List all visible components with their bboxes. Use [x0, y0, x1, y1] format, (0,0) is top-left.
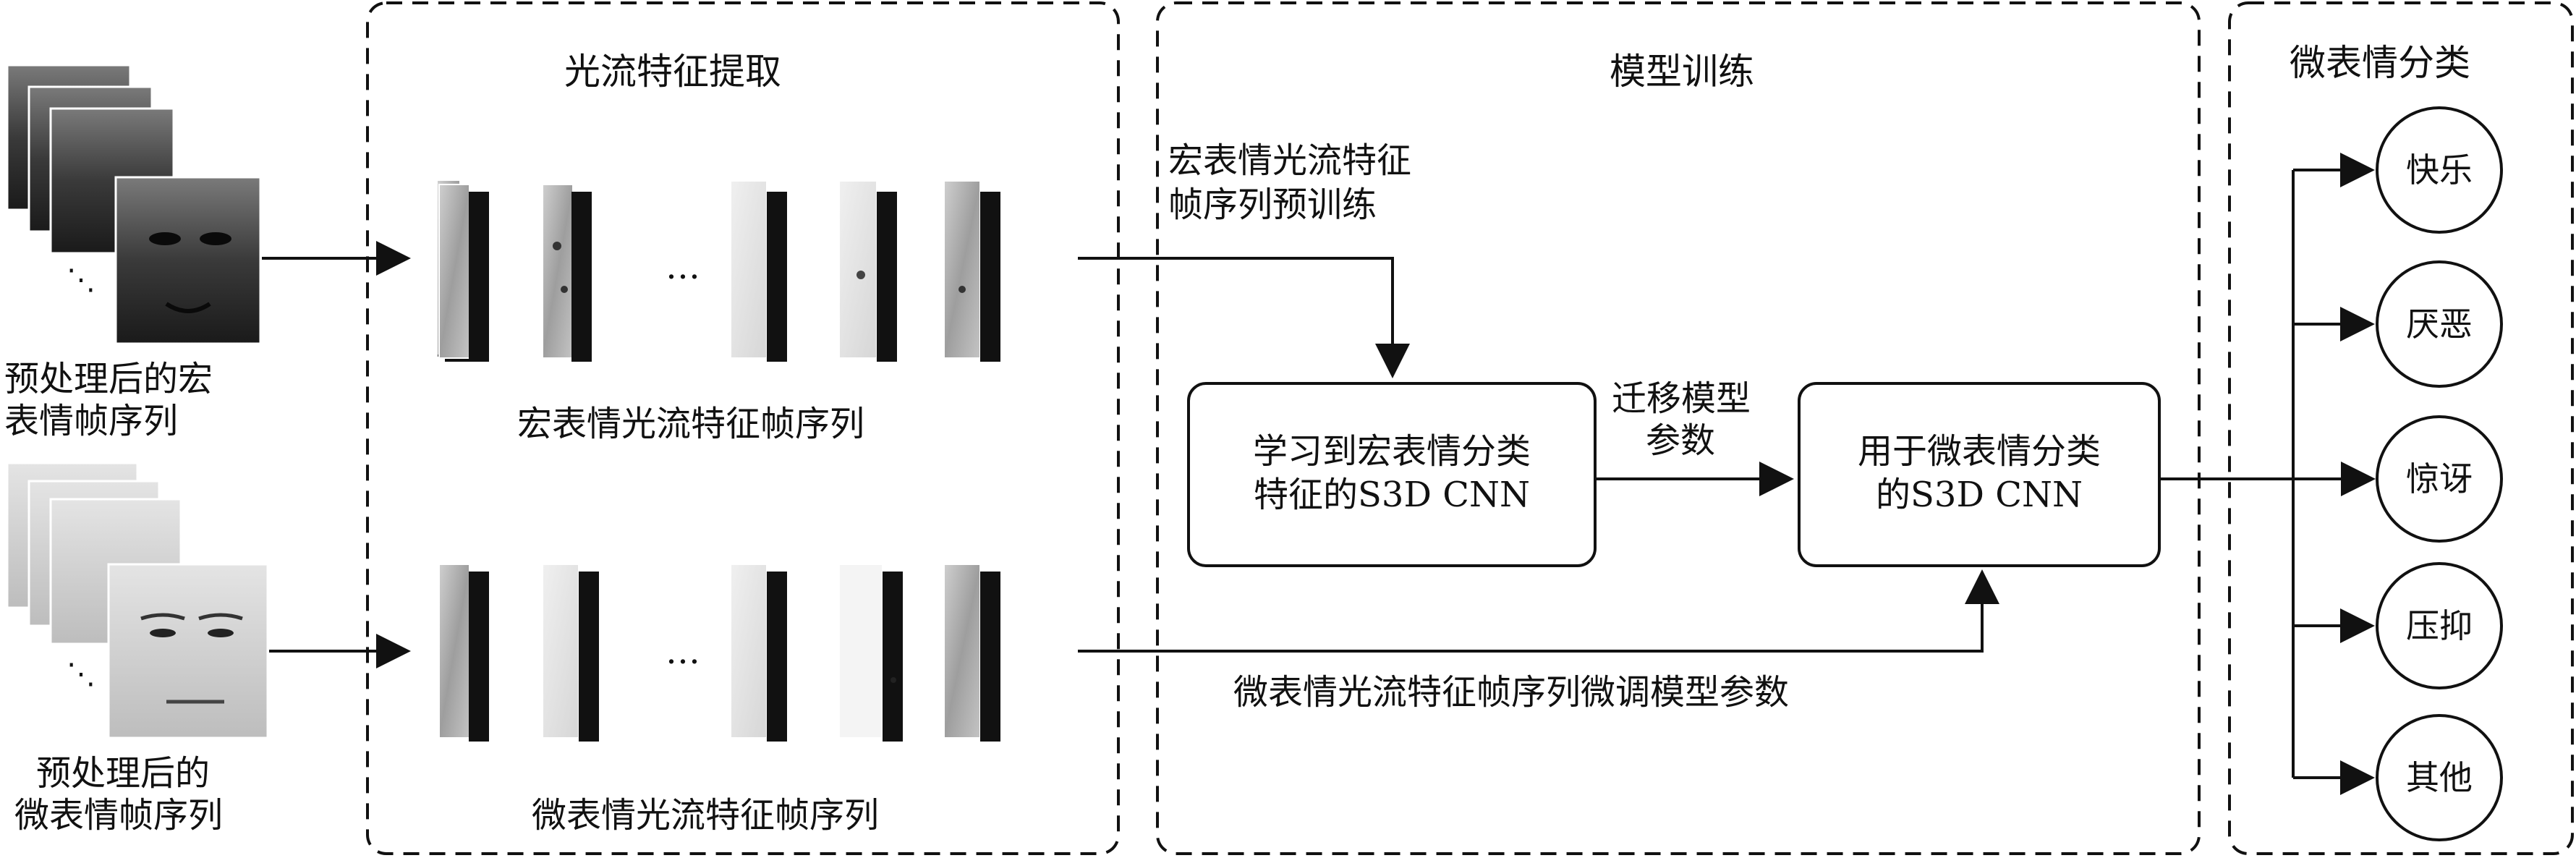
macro-flow-label: 宏表情光流特征帧序列	[517, 404, 865, 444]
macro-face-stack: ⋱	[6, 64, 262, 345]
pretrain-label-line2: 帧序列预训练	[1168, 184, 1377, 225]
finetune-arrow	[1078, 569, 1999, 653]
micro-input-label-line1: 预处理后的	[36, 753, 211, 794]
train-panel	[1156, 1, 2201, 855]
macro-input-label-line2: 表情帧序列	[4, 401, 179, 441]
train-panel-title: 模型训练	[1610, 51, 1754, 93]
micro-s3d-box	[1798, 382, 2161, 567]
micro-box-line2: 的S3D CNN	[1876, 475, 2083, 515]
micro-flow-label: 微表情光流特征帧序列	[532, 795, 880, 836]
pretrained-box-line1: 学习到宏表情分类	[1252, 431, 1531, 472]
class-label-surprise: 惊讶	[2406, 459, 2473, 498]
class-circle-happy	[2376, 106, 2503, 234]
finetune-label: 微表情光流特征帧序列微调模型参数	[1233, 672, 1790, 713]
micro-box-line1: 用于微表情分类	[1857, 431, 2101, 472]
micro-face-stack: ⋱	[6, 462, 269, 739]
class-circle-disgust	[2376, 260, 2503, 388]
classify-panel-title: 微表情分类	[2290, 42, 2470, 84]
flow-panel	[366, 1, 1120, 855]
class-label-repression: 压抑	[2406, 606, 2473, 645]
pretrained-s3d-box	[1187, 382, 1597, 567]
micro-flow-frames	[438, 564, 1000, 742]
pretrain-label-line1: 宏表情光流特征	[1168, 140, 1412, 181]
class-circle-others	[2376, 714, 2503, 841]
transfer-label-line1: 迁移模型	[1612, 378, 1751, 419]
class-circle-surprise	[2376, 415, 2503, 543]
svg-text:⋱: ⋱	[67, 263, 95, 297]
classify-panel	[2228, 1, 2574, 855]
macro-flow-frames	[438, 180, 1000, 362]
micro-input-label-line2: 微表情帧序列	[14, 795, 224, 836]
flow-panel-title: 光流特征提取	[564, 51, 781, 93]
class-label-disgust: 厌恶	[2406, 305, 2473, 344]
macro-input-label-line1: 预处理后的宏	[4, 359, 213, 399]
svg-text:⋱: ⋱	[67, 658, 95, 691]
class-label-others: 其他	[2406, 758, 2473, 797]
macro-flow-ellipsis: …	[666, 247, 700, 287]
micro-flow-ellipsis: …	[666, 632, 700, 672]
pretrained-box-line2: 特征的S3D CNN	[1254, 475, 1530, 515]
transfer-label-line2: 参数	[1646, 420, 1716, 461]
pretrain-arrow	[1078, 257, 1410, 378]
class-circle-repression	[2376, 562, 2503, 689]
class-label-happy: 快乐	[2406, 150, 2473, 190]
